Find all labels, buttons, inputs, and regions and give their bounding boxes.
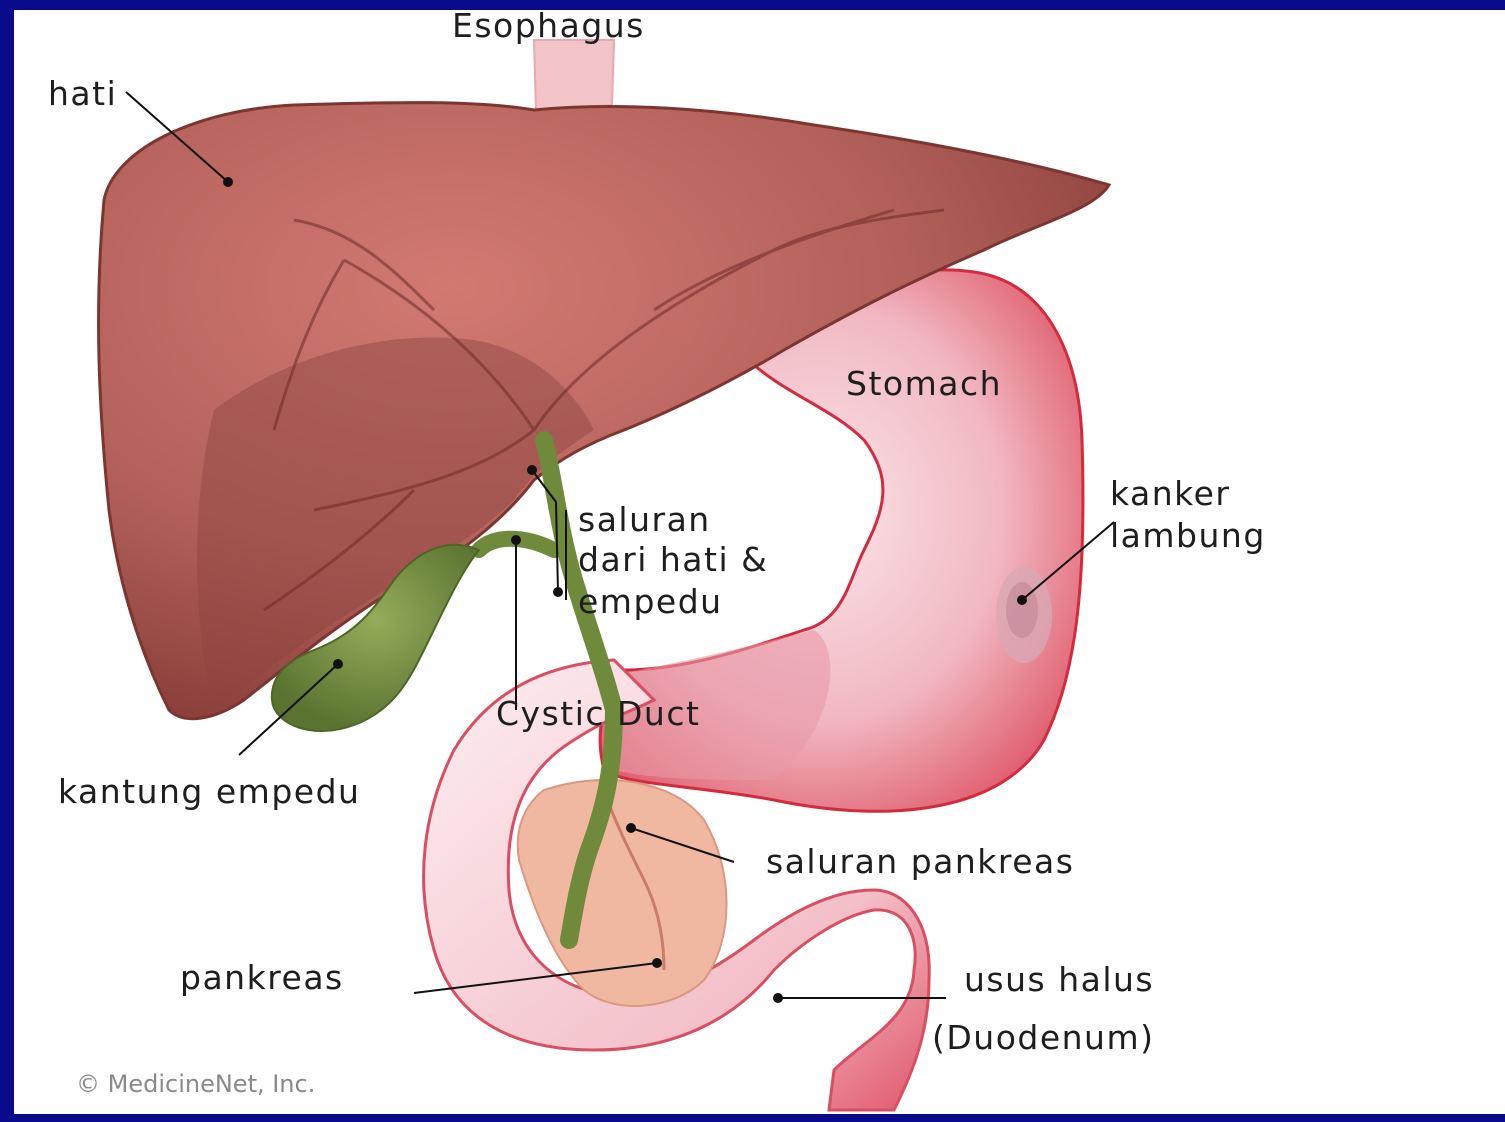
label-saluran-line2: dari hati & (578, 540, 768, 580)
label-duodenum: (Duodenum) (932, 1018, 1155, 1058)
label-cystic-duct: Cystic Duct (496, 694, 700, 734)
label-kanker-line1: kanker (1110, 474, 1230, 514)
label-usus-halus: usus halus (964, 960, 1154, 1000)
label-saluran-line3: empedu (578, 582, 723, 622)
label-stomach: Stomach (846, 364, 1002, 404)
label-hati: hati (48, 74, 117, 114)
label-saluran-line1: saluran (578, 500, 711, 540)
esophagus-shape (534, 40, 614, 110)
label-esophagus: Esophagus (452, 10, 645, 46)
label-kantung-empedu: kantung empedu (58, 772, 360, 812)
label-pankreas: pankreas (180, 958, 344, 998)
label-kanker-line2: lambung (1110, 516, 1266, 556)
label-saluran-pankreas: saluran pankreas (766, 842, 1074, 882)
copyright-text: © MedicineNet, Inc. (76, 1070, 315, 1098)
diagram-panel: Esophagus hati Stomach kanker lambung sa… (14, 10, 1505, 1114)
